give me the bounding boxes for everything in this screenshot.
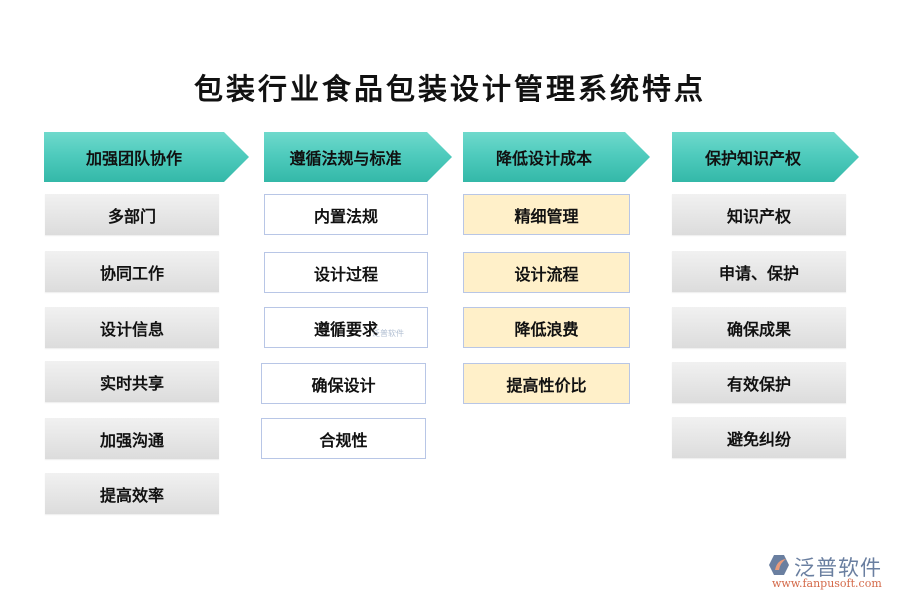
list-item: 设计信息 xyxy=(45,307,219,348)
list-item: 有效保护 xyxy=(672,362,846,403)
list-item: 知识产权 xyxy=(672,194,846,235)
list-item: 精细管理 xyxy=(463,194,630,235)
list-item: 设计过程 xyxy=(264,252,428,293)
page-title: 包装行业食品包装设计管理系统特点 xyxy=(193,72,706,106)
column-header-label: 降低设计成本 xyxy=(495,149,592,168)
column-header-cost: 降低设计成本 xyxy=(463,132,650,182)
list-item: 实时共享 xyxy=(45,361,219,402)
list-item: 设计流程 xyxy=(463,252,630,293)
list-item: 避免纠纷 xyxy=(672,417,846,458)
arrow-shape xyxy=(672,132,859,182)
list-item: 降低浪费 xyxy=(463,307,630,348)
logo-url: www.fanpusoft.com xyxy=(772,577,882,590)
column-header-label: 遵循法规与标准 xyxy=(289,149,402,168)
list-item: 加强沟通 xyxy=(45,418,219,459)
brand-logo: 泛普软件 www.fanpusoft.com xyxy=(768,552,893,592)
column-header-ip: 保护知识产权 xyxy=(672,132,859,182)
list-item: 确保成果 xyxy=(672,307,846,348)
list-item: 确保设计 xyxy=(261,363,426,404)
list-item: 申请、保护 xyxy=(672,251,846,292)
arrow-shape xyxy=(264,132,452,182)
list-item: 遵循要求 xyxy=(264,307,428,348)
list-item: 合规性 xyxy=(261,418,426,459)
list-item: 多部门 xyxy=(45,194,219,235)
column-header-label: 加强团队协作 xyxy=(85,149,182,168)
list-item: 提高效率 xyxy=(45,473,219,514)
fanpu-logo-icon xyxy=(769,555,789,575)
arrow-shape xyxy=(463,132,650,182)
list-item: 协同工作 xyxy=(45,251,219,292)
column-header-teamwork: 加强团队协作 xyxy=(44,132,249,182)
watermark: 泛普软件 xyxy=(372,329,404,338)
list-item: 内置法规 xyxy=(264,194,428,235)
column-header-label: 保护知识产权 xyxy=(704,149,801,168)
arrow-shape xyxy=(44,132,249,182)
column-header-regulations: 遵循法规与标准 xyxy=(264,132,452,182)
logo-name: 泛普软件 xyxy=(794,556,882,580)
list-item: 提高性价比 xyxy=(463,363,630,404)
